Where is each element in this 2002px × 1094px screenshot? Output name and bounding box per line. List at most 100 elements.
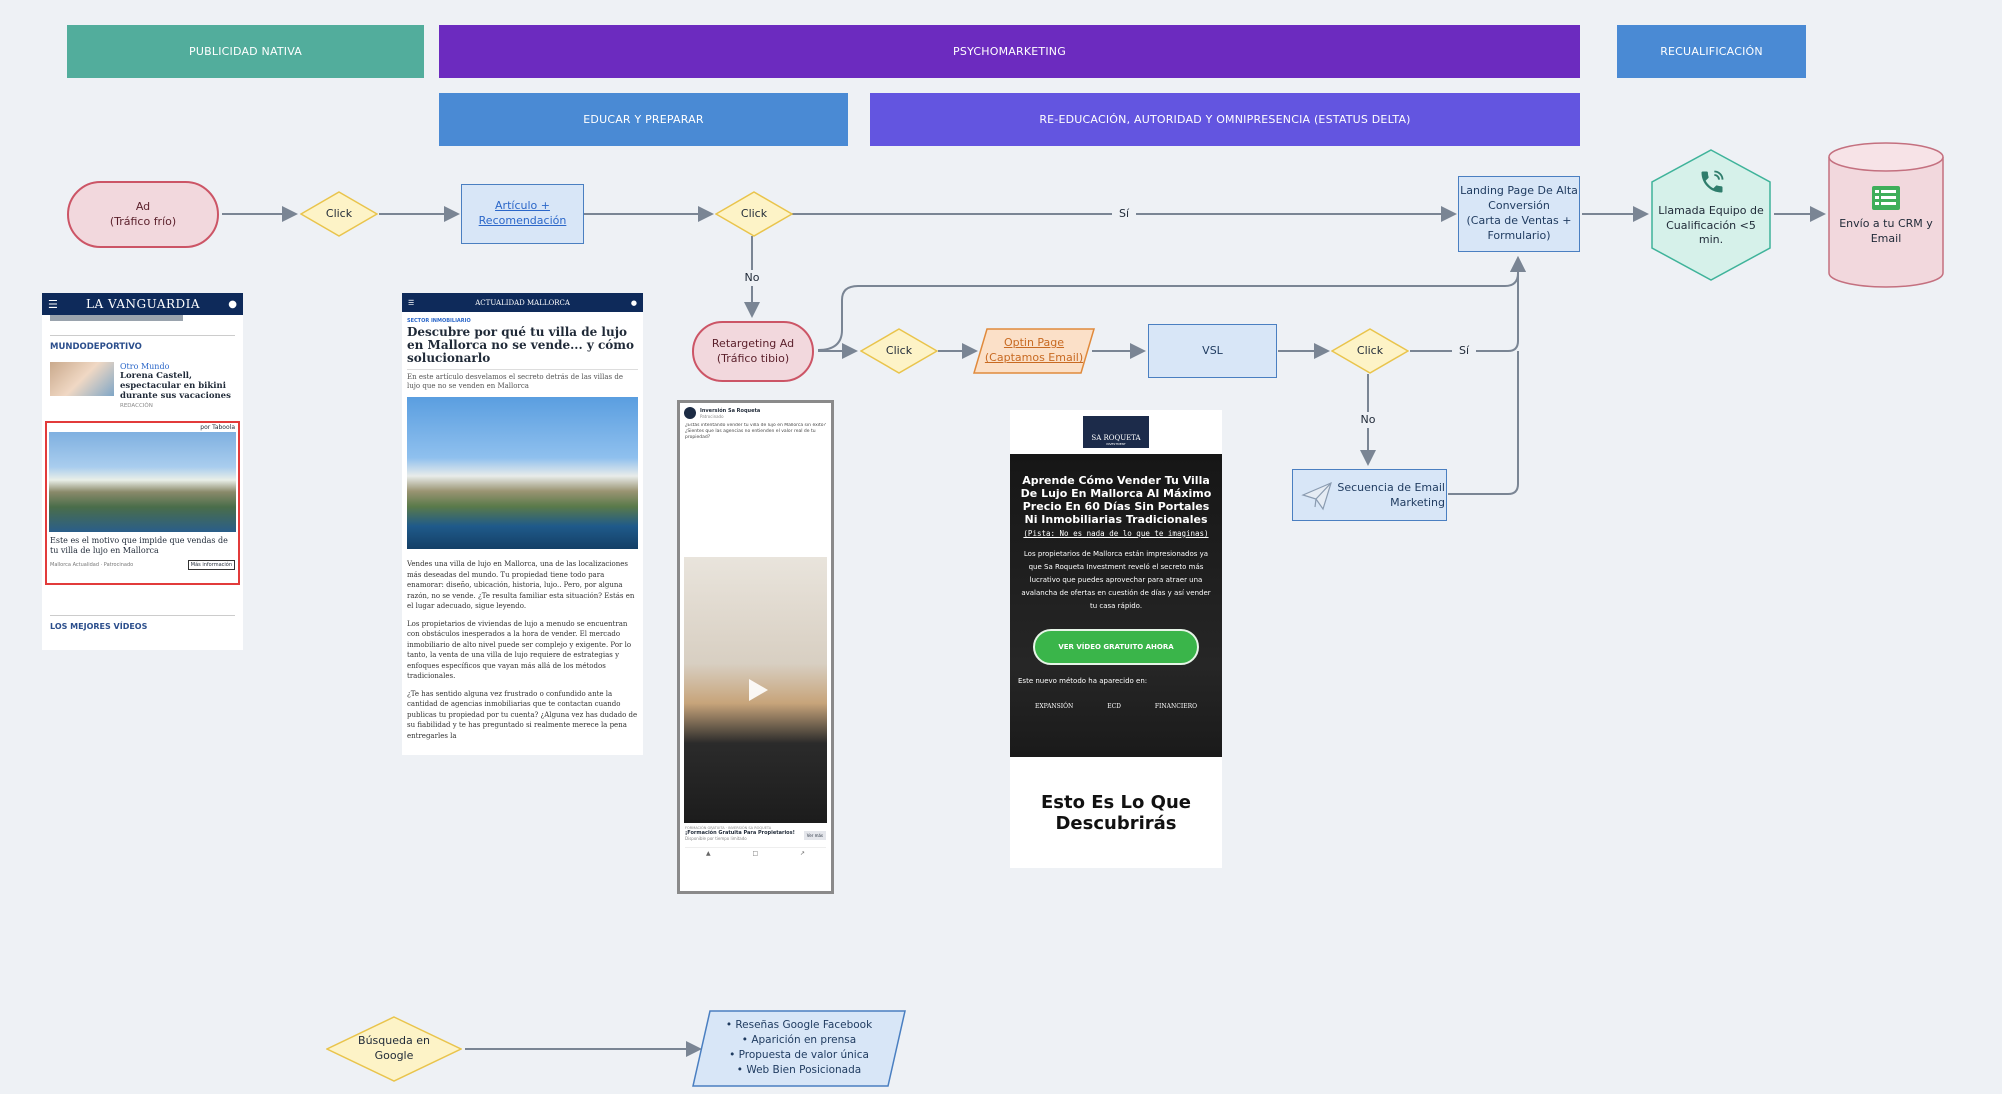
optin-body: Los propietarios de Mallorca están impre… xyxy=(1021,550,1211,610)
comment-icon[interactable]: □ xyxy=(752,850,759,857)
band-publicidad-nativa: PUBLICIDAD NATIVA xyxy=(67,25,424,78)
optin-hero: Aprende Cómo Vender Tu Villa De Lujo En … xyxy=(1010,454,1222,757)
edge-label-si-2: Sí xyxy=(1452,343,1476,359)
node-articulo-recomendacion[interactable]: Artículo + Recomendación xyxy=(461,184,584,244)
optin-headline: Aprende Cómo Vender Tu Villa De Lujo En … xyxy=(1020,474,1212,526)
logo-text: SA ROQUETA xyxy=(1091,434,1141,442)
taboola-sponsor: por Taboola xyxy=(200,424,235,431)
decision-diamond xyxy=(1330,328,1410,374)
play-icon[interactable] xyxy=(741,675,771,705)
story-byline: REDACCIÓN xyxy=(120,403,153,409)
optin-hint: (Pista: No es nada de lo que te imaginas… xyxy=(1023,529,1209,538)
vanguardia-section: MUNDODEPORTIVO xyxy=(50,335,235,352)
node-click-2-label: Click xyxy=(740,206,768,220)
fb-video-frame[interactable] xyxy=(684,557,827,823)
node-click-4[interactable]: Click xyxy=(1330,328,1410,374)
band-educar-preparar: EDUCAR Y PREPARAR xyxy=(439,93,848,146)
press-logo: FINANCIERO xyxy=(1154,703,1198,710)
node-click-4-label: Click xyxy=(1356,343,1384,357)
edge-label-si-1: Sí xyxy=(1112,206,1136,222)
optin-footer-heading: Esto Es Lo Que Descubrirás xyxy=(1041,791,1191,834)
share-icon[interactable]: ↗ xyxy=(800,850,806,857)
ad-more-info-button[interactable]: Más información xyxy=(187,560,235,570)
edge-click4-landing xyxy=(1410,256,1526,352)
edge-retargeting-up-landing xyxy=(817,256,1526,351)
fb-post-text: ¿Estás intentando vender tu villa de luj… xyxy=(685,423,826,440)
sa-roqueta-logo: SA ROQUETA INVESTMENT xyxy=(1083,416,1149,448)
node-llamada-cualificacion[interactable]: Llamada Equipo de Cualificación <5 min. xyxy=(1650,148,1772,282)
user-icon: ● xyxy=(630,298,637,307)
hexagon-shape xyxy=(1651,149,1771,281)
ad-photo-villa xyxy=(49,432,236,532)
node-secuencia-email[interactable]: Secuencia de Email Marketing xyxy=(1292,469,1447,521)
band-reeducacion: RE-EDUCACIÓN, AUTORIDAD Y OMNIPRESENCIA … xyxy=(870,93,1580,146)
node-busqueda-google[interactable]: Búsqueda en Google xyxy=(325,1016,463,1082)
optin-press-intro: Este nuevo método ha aparecido en: xyxy=(1018,677,1148,685)
article-paragraph-1: Vendes una villa de lujo en Mallorca, un… xyxy=(407,560,635,610)
screenshot-articulo: ☰ ACTUALIDAD MALLORCA ● SECTOR INMOBILIA… xyxy=(402,293,643,755)
article-lead: En este artículo desvelamos el secreto d… xyxy=(407,369,638,391)
node-vsl[interactable]: VSL xyxy=(1148,324,1277,378)
ad-title: Este es el motivo que impide que vendas … xyxy=(50,536,228,555)
decision-diamond xyxy=(299,191,379,237)
vanguardia-videos-heading: LOS MEJORES VÍDEOS xyxy=(50,615,235,631)
fb-cta-title: ¡Formación Gratuita Para Propietarios! xyxy=(685,830,795,836)
parallelogram-shape xyxy=(692,1010,906,1087)
node-busqueda-label: Búsqueda en Google xyxy=(358,1034,430,1062)
ver-video-button[interactable]: VER VÍDEO GRATUITO AHORA xyxy=(1033,629,1199,665)
node-landing-page[interactable]: Landing Page De Alta Conversión (Carta d… xyxy=(1458,176,1580,252)
article-paragraph-3: ¿Te has sentido alguna vez frustrado o c… xyxy=(407,689,638,740)
article-masthead: ACTUALIDAD MALLORCA xyxy=(475,298,570,307)
article-photo-villa xyxy=(407,397,638,549)
story-kicker: Otro Mundo xyxy=(120,362,170,371)
article-topbar: ☰ ACTUALIDAD MALLORCA ● xyxy=(402,293,643,312)
ad-source: Mallorca Actualidad · Patrocinado xyxy=(50,562,134,568)
like-icon[interactable]: ▲ xyxy=(705,850,711,857)
node-click-3[interactable]: Click xyxy=(859,328,939,374)
fb-sponsored: Patrocinado xyxy=(700,413,724,419)
node-click-1-label: Click xyxy=(325,206,353,220)
decision-diamond xyxy=(714,191,794,237)
edge-secuencia-up xyxy=(1448,351,1519,495)
taboola-ad-highlight[interactable]: por Taboola Este es el motivo que impide… xyxy=(45,421,240,585)
node-click-1[interactable]: Click xyxy=(299,191,379,237)
decision-diamond xyxy=(325,1016,463,1082)
screenshot-retargeting-video-ad: Inversión Sa Roqueta Patrocinado ¿Estás … xyxy=(677,400,834,894)
vanguardia-story: Otro Mundo Lorena Castell, espectacular … xyxy=(50,362,235,409)
reputacion-item: • Reseñas Google Facebook xyxy=(725,1019,873,1031)
screenshot-la-vanguardia: ☰ LA VANGUARDIA ● MUNDODEPORTIVO Otro Mu… xyxy=(42,293,243,650)
node-optin-page[interactable]: Optin Page (Captamos Email) xyxy=(972,328,1096,374)
menu-icon: ☰ xyxy=(48,297,58,311)
article-paragraph-2: Los propietarios de viviendas de lujo a … xyxy=(407,619,632,681)
logo-subtext: INVESTMENT xyxy=(1106,442,1126,446)
fb-action-bar: ▲ □ ↗ xyxy=(685,847,826,857)
article-category: SECTOR INMOBILIARIO xyxy=(407,318,471,324)
node-retargeting-ad[interactable]: Retargeting Ad (Tráfico tibio) xyxy=(692,321,814,382)
node-crm-label: Envío a tu CRM y Email xyxy=(1839,217,1933,245)
fb-page-name: Inversión Sa Roqueta xyxy=(700,407,761,414)
phone-icon xyxy=(1701,170,1724,193)
reputacion-list: • Reseñas Google Facebook • Aparición en… xyxy=(706,1018,892,1078)
article-title: Descubre por qué tu villa de lujo en Mal… xyxy=(407,325,635,365)
optin-logo-bar: SA ROQUETA INVESTMENT xyxy=(1010,410,1222,454)
parallelogram-shape xyxy=(972,328,1096,374)
fb-cta-button[interactable]: Ver más xyxy=(803,831,826,840)
menu-icon: ☰ xyxy=(408,298,415,307)
vanguardia-nav-strip xyxy=(50,315,183,321)
node-optin-label: Optin Page (Captamos Email) xyxy=(984,336,1084,364)
node-click-2[interactable]: Click xyxy=(714,191,794,237)
band-recualificacion: RECUALIFICACIÓN xyxy=(1617,25,1806,78)
node-envio-crm[interactable]: Envío a tu CRM y Email xyxy=(1827,141,1945,289)
press-logo: ECD xyxy=(1107,703,1121,710)
node-click-3-label: Click xyxy=(885,343,913,357)
node-llamada-label: Llamada Equipo de Cualificación <5 min. xyxy=(1658,203,1764,247)
fb-cta-subtitle: Disponible por tiempo limitado xyxy=(685,836,747,841)
story-headline[interactable]: Lorena Castell, espectacular en bikini d… xyxy=(120,371,231,401)
band-psychomarketing: PSYCHOMARKETING xyxy=(439,25,1580,78)
story-thumbnail xyxy=(50,362,114,396)
node-reputacion-online[interactable]: • Reseñas Google Facebook • Aparición en… xyxy=(692,1010,906,1087)
node-ad-trafico-frio[interactable]: Ad (Tráfico frío) xyxy=(67,181,219,248)
edge-label-no-1: No xyxy=(740,270,764,286)
vanguardia-logo: LA VANGUARDIA xyxy=(86,297,201,311)
reputacion-item: • Web Bien Posicionada xyxy=(736,1064,862,1076)
